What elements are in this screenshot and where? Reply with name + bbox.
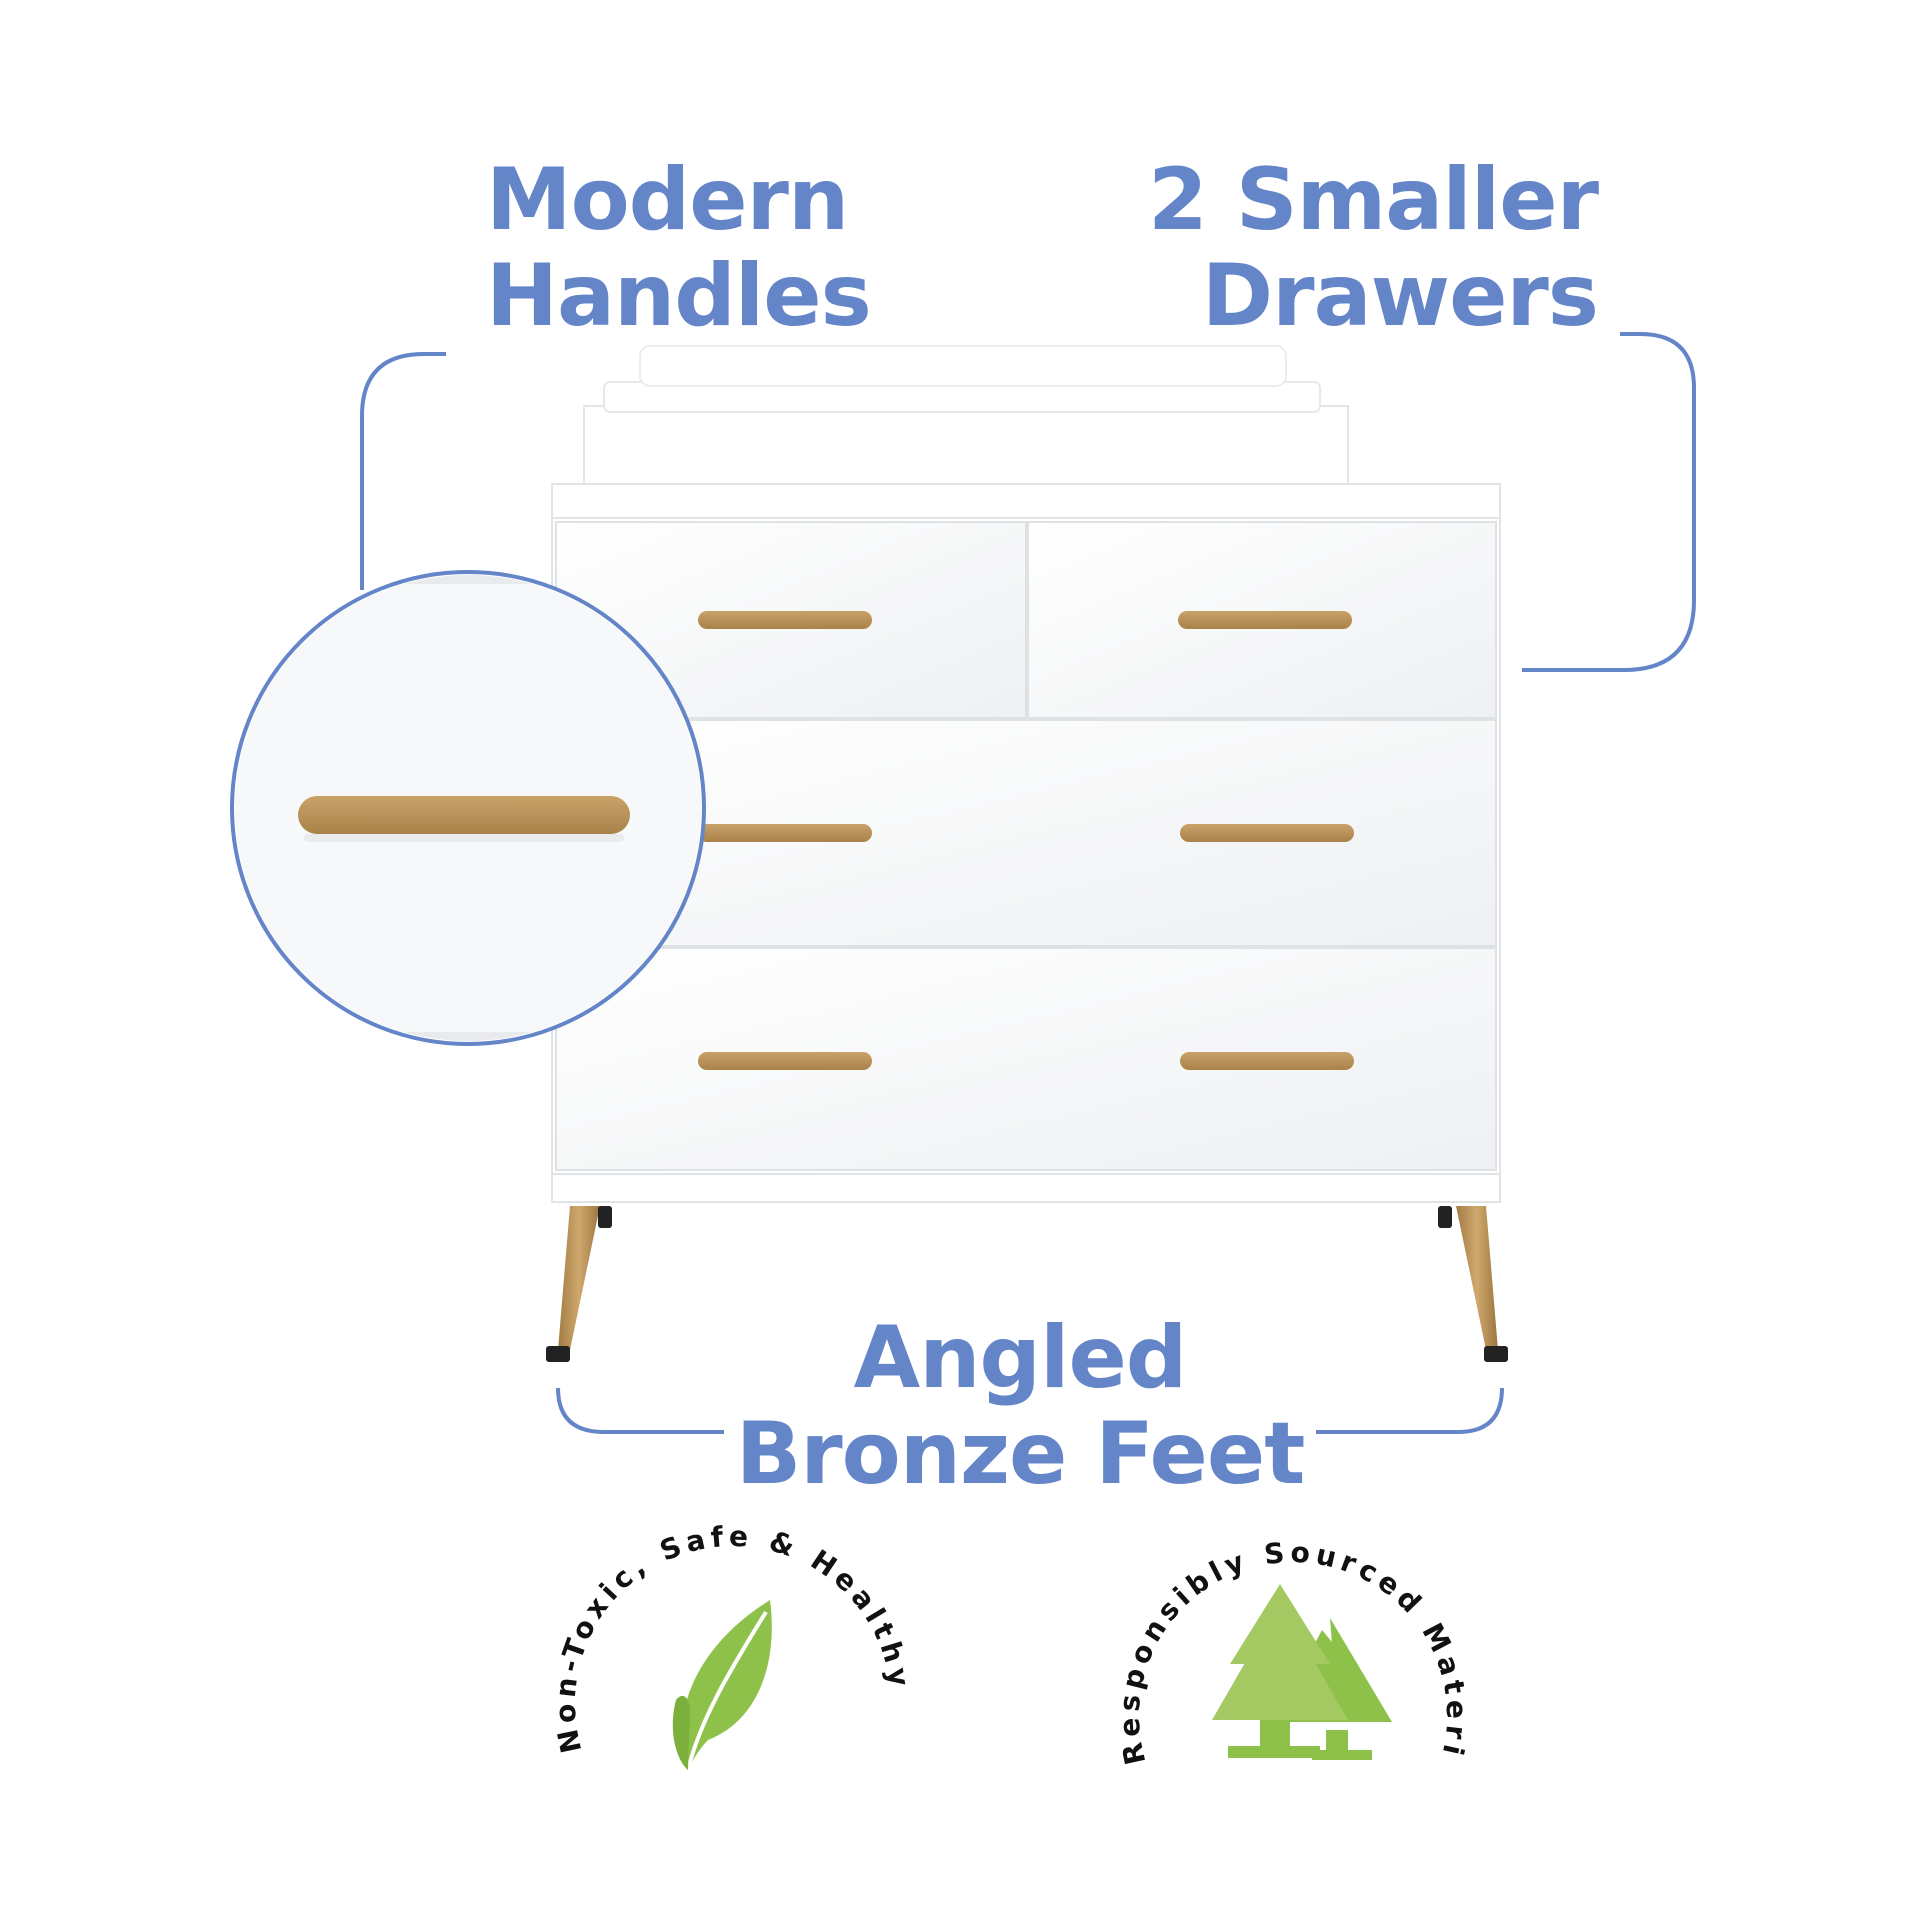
pine-trees-icon (1212, 1584, 1392, 1760)
callout-feet-line1: Angled (853, 1308, 1188, 1408)
callout-handles-line1: Modern (486, 150, 849, 250)
feet-connector-line-right (1316, 1387, 1504, 1434)
callout-angled-feet: Angled Bronze Feet (600, 1310, 1440, 1502)
drawer-handle (698, 611, 872, 629)
leaf-icon (672, 1600, 772, 1771)
changing-tray (583, 345, 1349, 491)
drawer-handle (1180, 1052, 1354, 1070)
drawer-handle (1178, 611, 1352, 629)
callout-drawers-line2: Drawers (1201, 246, 1599, 346)
callout-feet-line2: Bronze Feet (735, 1404, 1306, 1504)
drawer-bottom (555, 947, 1497, 1171)
handle-zoom-circle (230, 570, 706, 1046)
drawer-handle (698, 824, 872, 842)
callout-modern-handles: Modern Handles (486, 150, 872, 346)
non-toxic-badge: Non-Toxic, Safe & Healthy (549, 1520, 912, 1771)
drawer-handle (698, 1052, 872, 1070)
drawers-connector-line (1522, 332, 1696, 672)
callout-handles-line2: Handles (486, 246, 872, 346)
handles-connector-line (360, 352, 446, 590)
zoomed-handle (298, 796, 630, 834)
angled-bronze-feet (546, 1206, 1508, 1362)
callout-drawers-line1: 2 Smaller (1147, 150, 1599, 250)
drawer-handle (1180, 824, 1354, 842)
feet-connector-line-left (556, 1387, 724, 1434)
callout-smaller-drawers: 2 Smaller Drawers (1147, 150, 1599, 346)
